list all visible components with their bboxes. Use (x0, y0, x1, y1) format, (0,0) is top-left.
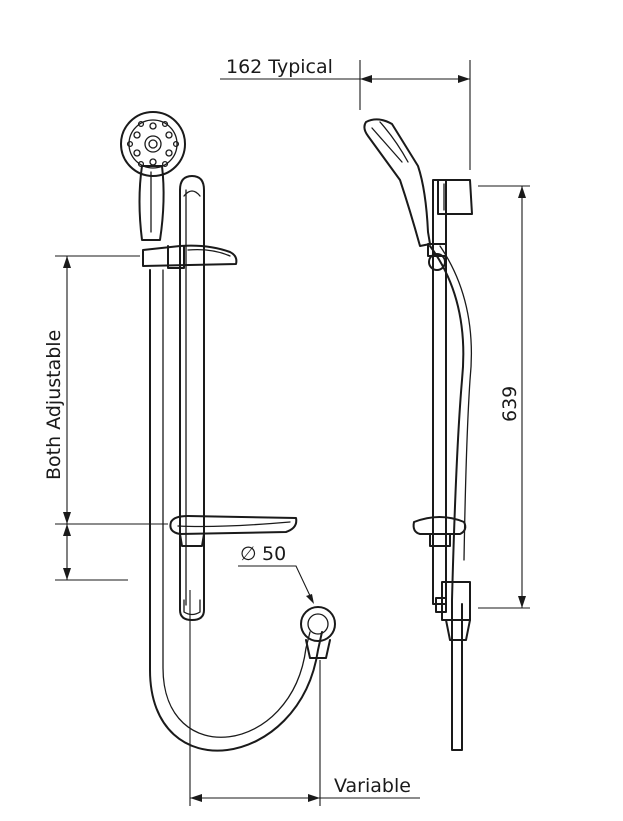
side-handset (363, 118, 431, 247)
front-hose-inner (162, 269, 311, 738)
adjustable-label: Both Adjustable (43, 330, 65, 480)
side-hose (429, 245, 465, 751)
side-soap-dish (412, 516, 467, 547)
front-hose (149, 269, 323, 752)
side-bottom-bracket (435, 581, 471, 641)
front-view (120, 111, 336, 752)
front-slider-bracket (142, 244, 238, 269)
side-view (363, 118, 473, 751)
handset (120, 111, 186, 241)
riser-rail (179, 175, 205, 621)
soap-dish (169, 515, 298, 547)
diameter-symbol: ∅ (240, 543, 257, 565)
side-swivel (427, 243, 447, 271)
dimension-lines (55, 60, 530, 806)
typical-width-label: 162 Typical (226, 56, 333, 78)
hose-length-label: Variable (334, 775, 411, 797)
height-label: 639 (499, 386, 521, 422)
diameter-value-label: 50 (262, 543, 286, 565)
wall-outlet-elbow (300, 606, 336, 659)
side-top-bracket (437, 179, 473, 215)
